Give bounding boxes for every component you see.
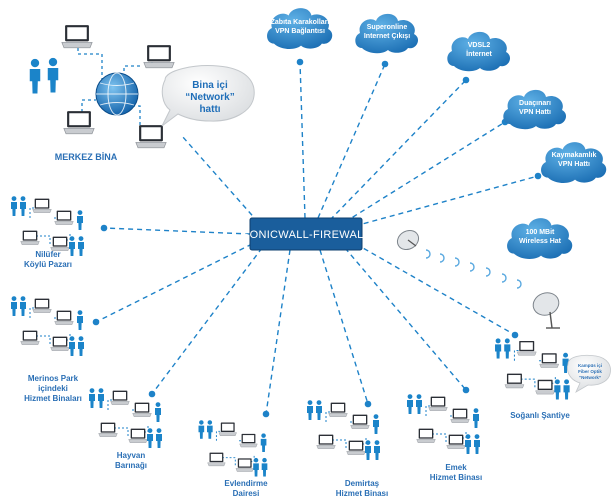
- link-label-line1: VDSL2: [468, 42, 491, 49]
- person-icon: [29, 58, 41, 94]
- satellite-dish-icon: [396, 229, 420, 251]
- link-label-line2: VPN Hattı: [558, 161, 590, 168]
- link-bubble-superonline: Superonline Internet Çıkışı: [355, 13, 419, 54]
- link-bubble-zabita: Zabıta Karakolları VPN Bağlantısı: [267, 8, 333, 50]
- site-emek: Emek Hizmet Binası: [407, 394, 482, 482]
- site-label-line1: Nilüfer: [35, 250, 60, 259]
- firewall-box: SONICWALL-FIREWALL: [242, 217, 370, 251]
- link-bubble-kaymakamlik: Kaymakamlık VPN Hattı: [541, 142, 607, 184]
- hq-laptop-icon: [135, 124, 167, 149]
- link-label-line1: Kaymakamlık: [552, 152, 597, 159]
- link-label-line2: İnternet: [466, 50, 492, 58]
- site-label-line1: Evlendirme: [224, 479, 268, 488]
- site-label-line1: Demirtaş: [345, 479, 380, 488]
- hq-cluster: MERKEZ BİNA: [29, 24, 175, 162]
- site-label-line2: Dairesi: [233, 489, 260, 498]
- globe-icon: [95, 72, 139, 116]
- hq-bubble-line3: hattı: [199, 104, 220, 115]
- link-bubble-duacinari: Duaçınarı VPN Hattı: [503, 89, 567, 130]
- hq-laptop-icon: [61, 24, 93, 49]
- link-bubble-vdsl2: VDSL2 İnternet: [447, 31, 511, 72]
- link-label-line2: Internet Çıkışı: [364, 33, 410, 40]
- hq-bubble-line1: Bina içi: [192, 80, 228, 91]
- site-demirtas: Demirtaş Hizmet Binası: [307, 400, 388, 498]
- site-soganli: Soğanlı Şantiye: [495, 338, 570, 420]
- site-hayvan: Hayvan Barınağı: [89, 388, 162, 470]
- hq-label: MERKEZ BİNA: [55, 152, 118, 162]
- site-label-line2: Hizmet Binası: [336, 489, 388, 498]
- connector-lines: [95, 61, 539, 415]
- site-label-line2: Hizmet Binası: [430, 473, 482, 482]
- site-label-line1: Hayvan: [117, 451, 146, 460]
- link-label-line2: VPN Hattı: [519, 109, 551, 116]
- hq-bubble: Bina içi “Network” hattı: [161, 65, 255, 127]
- site-label-line1: Emek: [445, 463, 467, 472]
- firewall-label: SONICWALL-FIREWALL: [242, 229, 370, 241]
- campus-note-line3: “Network”: [579, 375, 601, 380]
- site-label-line2: Barınağı: [115, 461, 147, 470]
- site-label-line3: Hizmet Binaları: [24, 394, 82, 403]
- site-label-line2: Köylü Pazarı: [24, 260, 72, 269]
- link-label-line2: VPN Bağlantısı: [275, 28, 325, 35]
- link-label-line2: Wireless Hat: [519, 238, 562, 245]
- link-bubble-wireless: 100 MBit Wireless Hat: [507, 218, 573, 260]
- satellite-dish-icon: [532, 292, 560, 329]
- campus-note-line2: Fiber Optik: [578, 369, 602, 374]
- person-icon: [47, 57, 59, 93]
- hq-laptop-icon: [143, 44, 175, 69]
- campus-note-line1: Kampüs içi: [578, 363, 602, 368]
- connector-endpoints: [92, 58, 542, 418]
- hq-bubble-line2: “Network”: [185, 92, 234, 103]
- site-label-line1: Soğanlı Şantiye: [510, 411, 570, 420]
- link-label-line1: Zabıta Karakolları: [271, 19, 330, 26]
- link-label-line1: 100 MBit: [526, 229, 555, 236]
- site-evlendirme: Evlendirme Dairesi: [199, 420, 268, 498]
- wireless-signal: [425, 249, 522, 289]
- link-label-line1: Duaçınarı: [519, 100, 551, 107]
- hq-laptop-icon: [63, 110, 95, 135]
- site-label-line1: Merinos Park: [28, 374, 79, 383]
- site-merinos: Merinos Park içindeki Hizmet Binaları: [11, 296, 84, 403]
- site-nilufer: Nilüfer Köylü Pazarı: [11, 196, 84, 269]
- link-label-line1: Superonline: [367, 24, 408, 31]
- campus-note-bubble: Kampüs içi Fiber Optik “Network”: [567, 354, 611, 393]
- site-label-line2: içindeki: [38, 384, 68, 393]
